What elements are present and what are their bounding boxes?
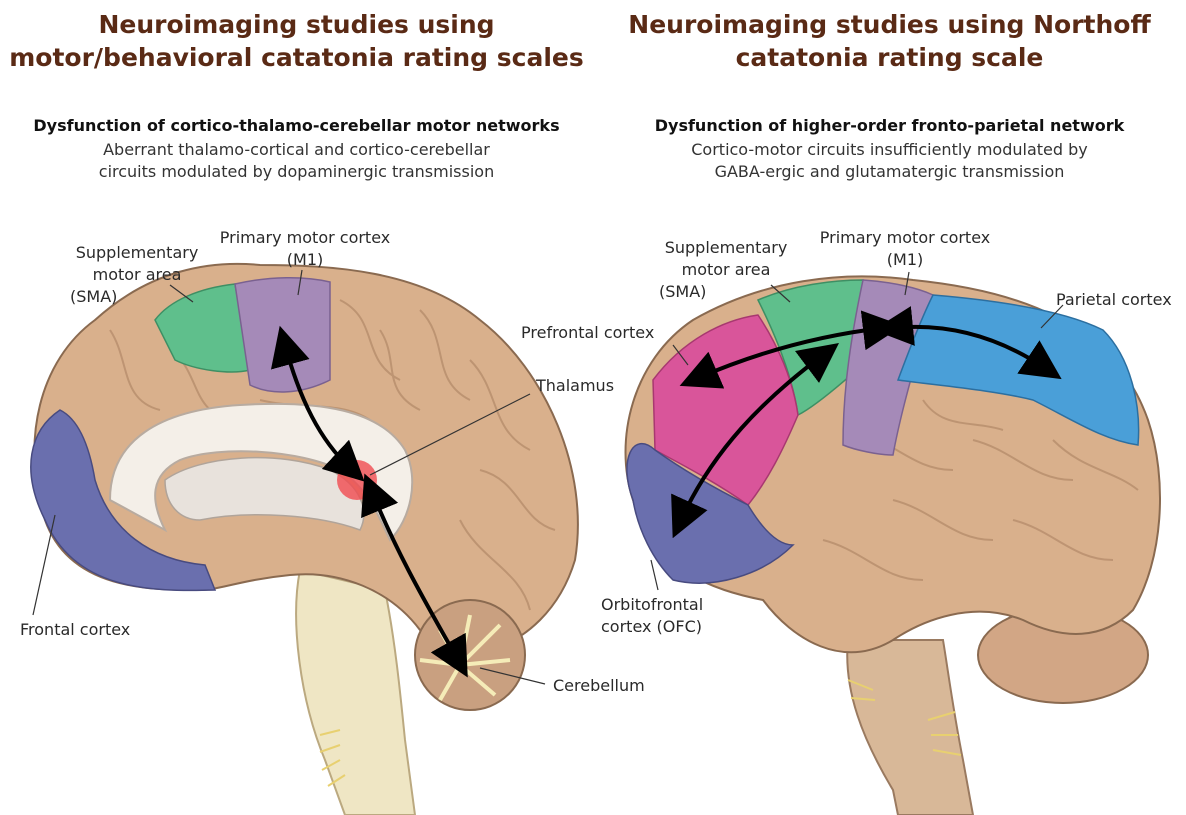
label-sma-left: Supplementary motor area (SMA) — [62, 242, 212, 308]
label-orbitofrontal-cortex: Orbitofrontal cortex (OFC) — [601, 594, 703, 638]
label-sma-right: Supplementary motor area (SMA) — [651, 237, 801, 303]
label-m1-left: Primary motor cortex (M1) — [205, 227, 405, 271]
sagittal-brain-illustration — [0, 0, 593, 815]
brainstem — [847, 640, 973, 815]
label-m1-right: Primary motor cortex (M1) — [805, 227, 1005, 271]
label-frontal-cortex: Frontal cortex — [20, 619, 130, 641]
right-panel: Neuroimaging studies using Northoff cata… — [593, 0, 1186, 815]
label-prefrontal-cortex: Prefrontal cortex — [521, 322, 654, 344]
left-panel: Neuroimaging studies using motor/behavio… — [0, 0, 593, 815]
m1-region — [235, 278, 330, 392]
leader-frontal — [33, 515, 55, 615]
label-parietal-cortex: Parietal cortex — [1056, 289, 1172, 311]
leader-ofc — [651, 560, 658, 590]
lateral-brain-illustration — [593, 0, 1186, 815]
